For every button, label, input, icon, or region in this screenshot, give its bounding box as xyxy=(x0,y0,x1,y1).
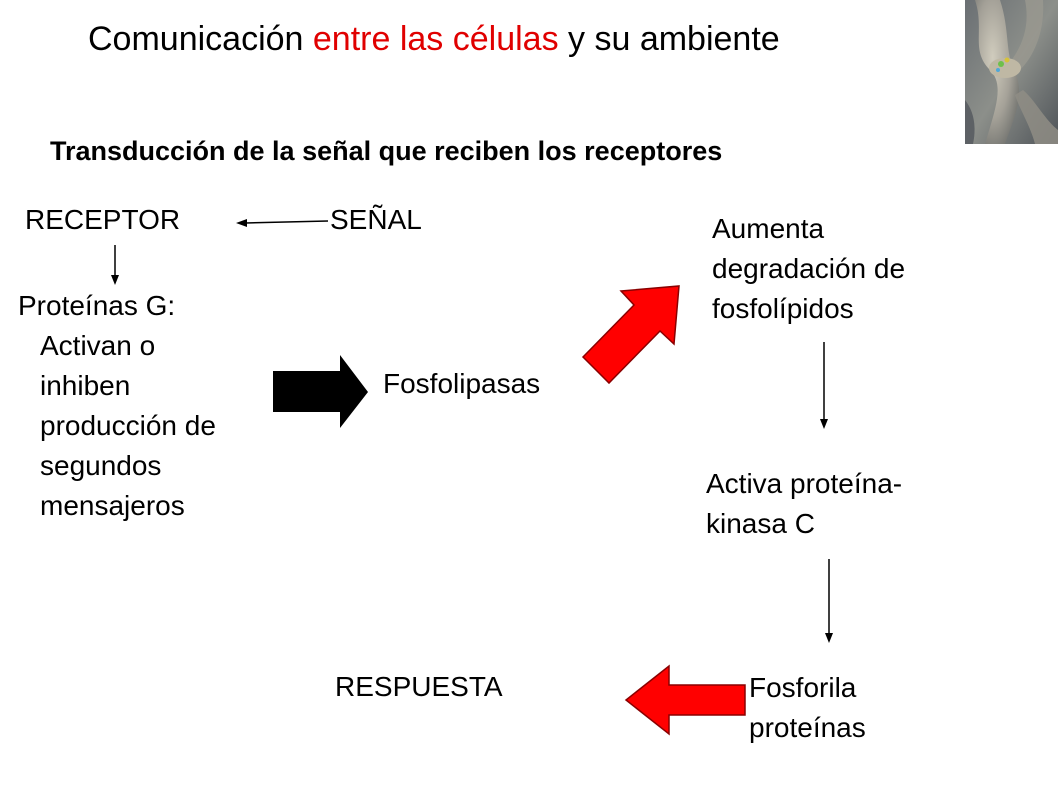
node-respuesta: RESPUESTA xyxy=(335,671,503,702)
node-line: fosfolípidos xyxy=(712,293,854,324)
node-line: degradación de xyxy=(712,253,906,284)
node-line: Aumenta xyxy=(712,213,825,244)
arrow-receptor-to-proteinas-g xyxy=(111,245,119,285)
node-fosfolipasas: Fosfolipasas xyxy=(383,368,541,399)
node-senal: SEÑAL xyxy=(330,204,422,235)
node-line: Fosforila xyxy=(749,672,857,703)
description-line: mensajeros xyxy=(40,490,185,521)
node-aumenta-degradacion: Aumenta degradación de fosfolípidos xyxy=(712,209,905,329)
description-line: inhiben xyxy=(40,370,131,401)
node-line: proteínas xyxy=(749,712,866,743)
title-part-3: y su ambiente xyxy=(558,20,780,58)
node-receptor: RECEPTOR xyxy=(25,204,181,235)
title-part-1: Comunicación xyxy=(88,20,313,58)
arrow-red-left xyxy=(624,664,746,736)
node-line: kinasa C xyxy=(706,508,815,539)
description-line: segundos xyxy=(40,450,162,481)
arrow-red-diagonal xyxy=(581,285,680,385)
description-line: producción de xyxy=(40,410,216,441)
neuron-synapse-illustration xyxy=(965,0,1058,144)
node-line: Activa proteína- xyxy=(706,468,903,499)
node-proteinas-g-description: Activan o inhiben producción de segundos… xyxy=(40,326,216,526)
node-activa-proteina-kinasa: Activa proteína- kinasa C xyxy=(706,464,902,544)
node-fosforila-proteinas: Fosforila proteínas xyxy=(749,668,866,748)
page-title: Comunicación entre las células y su ambi… xyxy=(88,20,780,59)
description-line: Activan o xyxy=(40,330,156,361)
arrow-aumenta-to-activa xyxy=(820,342,828,429)
arrow-activa-to-fosforila xyxy=(825,559,833,643)
node-proteinas-g: Proteínas G: xyxy=(18,290,176,321)
arrow-black-block xyxy=(273,355,368,428)
title-part-2-highlight: entre las células xyxy=(312,20,559,58)
section-subtitle: Transducción de la señal que reciben los… xyxy=(50,136,723,166)
arrow-senal-to-receptor xyxy=(236,219,329,227)
